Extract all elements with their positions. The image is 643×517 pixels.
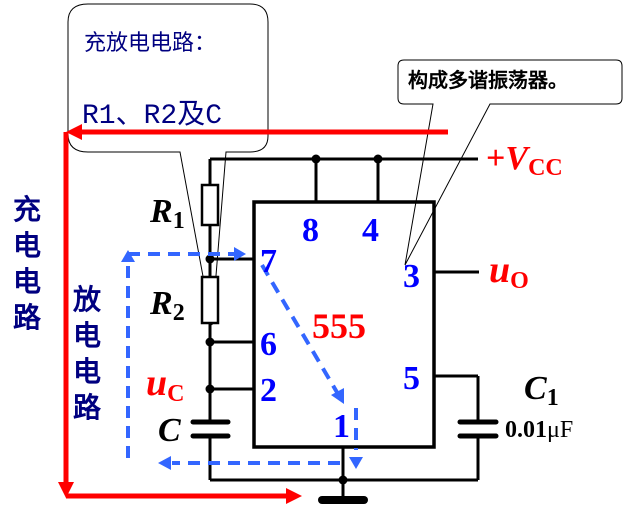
discharge-path-label: 放电电路 — [72, 283, 101, 424]
uc-label: uC — [146, 362, 184, 406]
charge-path-label: 充电电路 — [12, 193, 41, 334]
capacitor-c1 — [457, 419, 499, 439]
r1-label: R1 — [150, 193, 185, 234]
discharge-arrowhead-down-icon — [349, 457, 363, 469]
r2-label: R2 — [150, 285, 185, 326]
uo-symbol: u — [489, 249, 511, 291]
junction-dot — [311, 154, 321, 164]
resistor-r1 — [200, 183, 220, 227]
c1-sub: 1 — [546, 385, 559, 411]
pin-8-label: 8 — [302, 212, 319, 249]
junction-dot — [205, 384, 215, 394]
charge-arrowhead-left-icon — [66, 124, 82, 140]
callout-components: R1、R2及C — [82, 101, 223, 132]
uo-label: uO — [489, 249, 529, 293]
junction-dot — [338, 475, 348, 485]
junction-dots — [205, 154, 383, 485]
pin-2-label: 2 — [260, 372, 277, 409]
discharge-path-arrow — [126, 252, 358, 465]
c1-value-unit: μF — [547, 417, 574, 443]
charge-arrowhead-right-icon — [286, 488, 302, 504]
charge-arrowhead-down-icon — [58, 482, 74, 498]
pin-7-label: 7 — [260, 243, 277, 280]
junction-dot — [205, 254, 215, 264]
pin-3-label: 3 — [403, 258, 420, 295]
uc-sub: C — [167, 381, 185, 407]
junction-dot — [373, 154, 383, 164]
pin-5-label: 5 — [403, 360, 420, 397]
vcc-label: +VCC — [486, 140, 563, 181]
callout-heading: 充放电电路： — [84, 31, 217, 56]
junction-dot — [205, 337, 215, 347]
vcc-prefix: + — [486, 140, 506, 177]
c1-value: 0.01μF — [505, 418, 573, 442]
charge-path-arrow — [58, 124, 448, 504]
c-label: C — [158, 412, 181, 449]
capacitor-c — [190, 419, 231, 439]
uc-symbol: u — [146, 362, 168, 404]
chip-555-body — [252, 200, 436, 449]
discharge-arrowhead-up-icon — [121, 250, 135, 262]
c1-value-number: 0.01 — [505, 417, 547, 443]
chip-label: 555 — [312, 306, 366, 346]
discharge-arrowhead-diag-icon — [331, 388, 344, 404]
vcc-sub: CC — [528, 155, 563, 181]
pin-4-label: 4 — [362, 212, 379, 249]
r1-sub: 1 — [172, 208, 185, 234]
discharge-arrowhead-right-icon — [234, 247, 246, 261]
pin-6-label: 6 — [260, 326, 277, 363]
uo-sub: O — [510, 268, 529, 294]
resistor-r2 — [200, 275, 220, 325]
wires — [208, 157, 480, 500]
callout-bubble-oscillator — [397, 59, 623, 266]
pin-1-label: 1 — [333, 408, 350, 445]
c1-symbol: C — [524, 370, 547, 407]
r1-symbol: R — [150, 193, 173, 230]
vcc-symbol: V — [505, 140, 529, 177]
r2-symbol: R — [150, 285, 173, 322]
c1-label: C1 — [524, 370, 559, 411]
discharge-arrowhead-left-icon — [158, 456, 171, 470]
callout-bubble-charge-discharge — [67, 3, 269, 326]
r2-sub: 2 — [172, 300, 185, 326]
callout-oscillator-note: 构成多谐振荡器。 — [408, 68, 568, 92]
